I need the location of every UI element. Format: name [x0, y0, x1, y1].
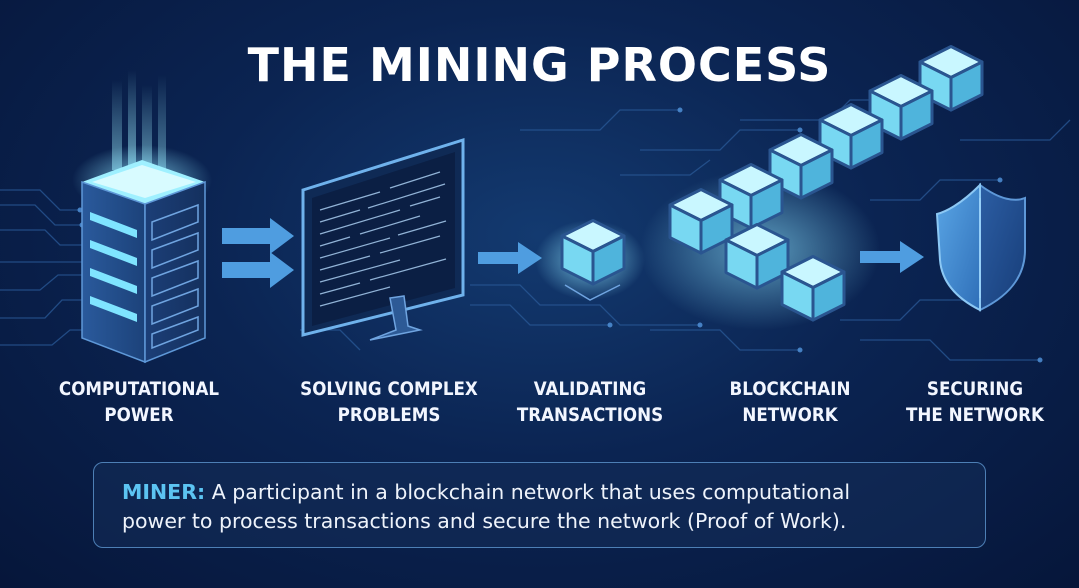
block-cube [818, 103, 884, 170]
block-cube [560, 219, 626, 286]
step-label-line: THE NETWORK [906, 404, 1044, 426]
blockchain-icon [640, 45, 984, 330]
step-label-line: COMPUTATIONAL [58, 378, 220, 400]
step-label-line: SECURING [926, 378, 1024, 400]
step-label-blockchain-network: BLOCKCHAIN NETWORK [706, 376, 873, 428]
monitor-icon [301, 137, 465, 341]
step-label-securing-network: SECURING THE NETWORK [893, 376, 1057, 428]
step-label-line: VALIDATING [533, 378, 647, 400]
block-cube [724, 223, 790, 290]
step-label-line: TRANSACTIONS [516, 404, 664, 426]
definition-text-1: A participant in a blockchain network th… [211, 480, 851, 504]
definition-term: MINER: [122, 480, 206, 504]
arrow-power-to-problems [222, 218, 294, 288]
block-cube [768, 133, 834, 200]
step-label-line: PROBLEMS [337, 404, 441, 426]
step-label-computational-power: COMPUTATIONAL POWER [41, 376, 236, 428]
block-cube [780, 255, 846, 322]
step-label-line: BLOCKCHAIN [729, 378, 851, 400]
chain-cubes [668, 45, 984, 322]
shield-icon [935, 182, 1026, 312]
step-label-solving-problems: SOLVING COMPLEX PROBLEMS [287, 376, 491, 428]
step-label-validating-transactions: VALIDATING TRANSACTIONS [508, 376, 672, 428]
server-icon [72, 70, 212, 364]
step-label-line: SOLVING COMPLEX [300, 378, 478, 400]
definition-line-1: MINER: A participant in a blockchain net… [122, 478, 985, 507]
block-cube [668, 188, 734, 255]
validating-cube [560, 219, 626, 286]
arrow-network-to-securing [860, 241, 924, 273]
page-title: THE MINING PROCESS [247, 38, 832, 92]
step-label-line: POWER [104, 404, 174, 426]
step-label-line: NETWORK [742, 404, 838, 426]
definition-box: MINER: A participant in a blockchain net… [93, 462, 986, 548]
arrow-problems-to-validating [478, 242, 542, 274]
definition-line-2: power to process transactions and secure… [122, 509, 847, 533]
